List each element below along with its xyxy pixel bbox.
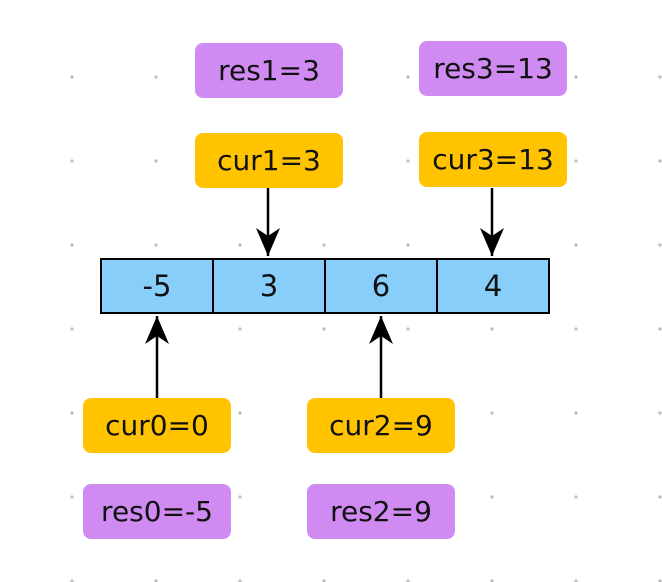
grid-dot — [490, 243, 494, 247]
cur2-label: cur2=9 — [307, 398, 455, 453]
grid-dot — [154, 327, 158, 331]
grid-dot — [574, 579, 578, 582]
grid-dot — [70, 75, 74, 79]
grid-dot — [490, 411, 494, 415]
grid-dot — [574, 159, 578, 163]
cur3-label: cur3=13 — [419, 132, 567, 187]
grid-dot — [406, 579, 410, 582]
grid-dot — [238, 411, 242, 415]
grid-dot — [490, 579, 494, 582]
grid-dot — [574, 243, 578, 247]
grid-dot — [574, 411, 578, 415]
grid-dot — [658, 495, 662, 499]
res0-label: res0=-5 — [83, 484, 231, 539]
cur0-label: cur0=0 — [83, 398, 231, 453]
grid-dot — [238, 495, 242, 499]
grid-dot — [322, 243, 326, 247]
grid-dot — [70, 327, 74, 331]
grid-dot — [658, 159, 662, 163]
grid-dot — [154, 243, 158, 247]
grid-dot — [658, 75, 662, 79]
grid-dot — [154, 75, 158, 79]
grid-dot — [658, 243, 662, 247]
grid-dot — [574, 495, 578, 499]
grid-dot — [406, 75, 410, 79]
array-cell-3: 4 — [483, 269, 503, 303]
grid-dot — [574, 75, 578, 79]
cur1-label: cur1=3 — [195, 133, 343, 188]
grid-dot — [70, 495, 74, 499]
grid-dot — [322, 579, 326, 582]
grid-dot — [70, 411, 74, 415]
grid-dot — [574, 327, 578, 331]
grid-dot — [70, 159, 74, 163]
grid-dot — [658, 327, 662, 331]
array-cell-1: 3 — [214, 260, 326, 312]
array-cells: -5 3 6 4 — [100, 258, 550, 314]
res2-label: res2=9 — [307, 484, 455, 539]
grid-dot — [490, 495, 494, 499]
grid-dot — [154, 159, 158, 163]
grid-dot — [238, 327, 242, 331]
grid-dot — [406, 159, 410, 163]
array-cell-0: -5 — [102, 260, 214, 312]
res1-label: res1=3 — [195, 43, 343, 98]
grid-dot — [658, 411, 662, 415]
grid-dot — [70, 579, 74, 582]
grid-dot — [322, 327, 326, 331]
grid-dot — [70, 243, 74, 247]
grid-dot — [406, 327, 410, 331]
grid-dot — [406, 243, 410, 247]
grid-dot — [238, 579, 242, 582]
grid-dot — [154, 579, 158, 582]
array-cell-2: 6 — [326, 260, 438, 312]
grid-dot — [238, 243, 242, 247]
res3-label: res3=13 — [419, 41, 567, 96]
grid-dot — [490, 327, 494, 331]
grid-dot — [658, 579, 662, 582]
